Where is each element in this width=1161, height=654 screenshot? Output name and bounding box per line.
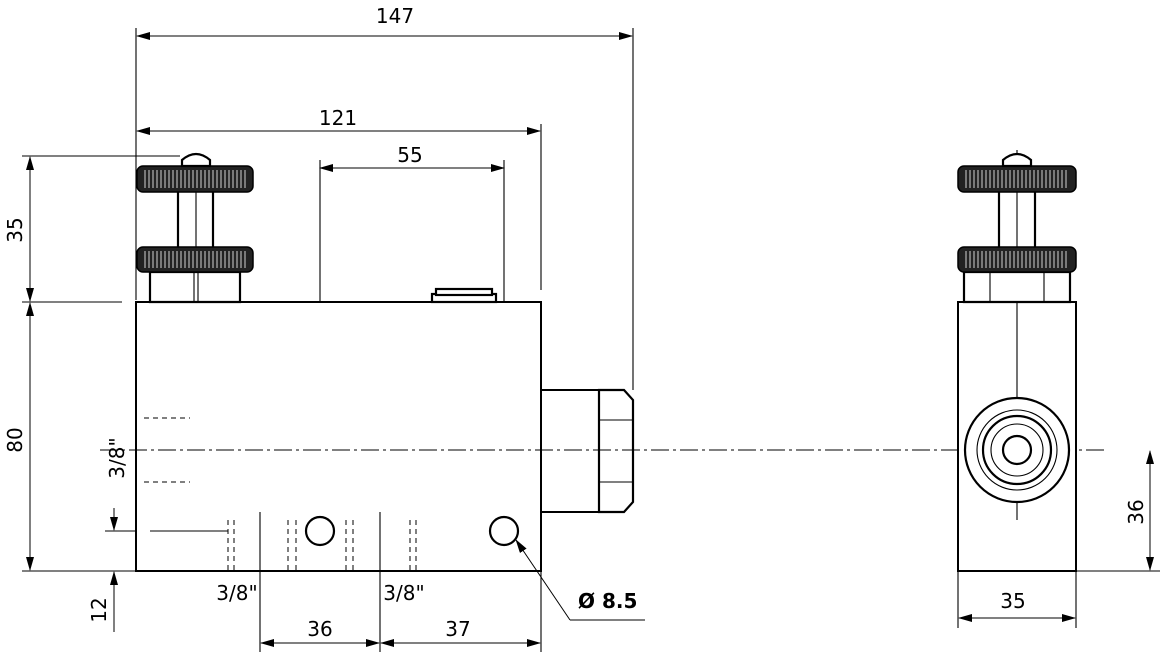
- dimension-36-bottom-label: 36: [307, 617, 332, 641]
- mounting-hole-right: [488, 515, 520, 547]
- dimension-55-label: 55: [397, 143, 422, 167]
- side-hex-base: [962, 270, 1072, 304]
- front-view: 147 121 55 35 80 3/8" 12: [3, 4, 1105, 652]
- side-view: 36 35: [957, 150, 1160, 628]
- knob-top-cap: [180, 152, 212, 168]
- dimension-37-label: 37: [445, 617, 470, 641]
- side-fitting-nut: [597, 388, 635, 514]
- side-lock-nut-knurled: [957, 246, 1077, 273]
- mounting-hole-left: [304, 515, 336, 547]
- side-port-ring-3: [990, 423, 1044, 477]
- side-knob-top-cap: [1001, 152, 1033, 168]
- knurl-lines-side: [965, 170, 1067, 268]
- dimension-147-label: 147: [376, 4, 414, 28]
- handwheel-knurled: [136, 165, 254, 193]
- port-label-bottom-left: 3/8": [216, 581, 257, 605]
- mounting-hole-label: Ø 8.5: [578, 589, 637, 613]
- port-label-bottom-right: 3/8": [383, 581, 424, 605]
- dimension-80-label: 80: [3, 427, 27, 452]
- port-label-side: 3/8": [105, 437, 129, 478]
- side-port-ring-1: [976, 409, 1058, 491]
- dimension-121-label: 121: [319, 106, 357, 130]
- knob-assembly-front: [136, 152, 254, 304]
- hex-base: [148, 270, 242, 304]
- lock-nut-knurled: [136, 246, 254, 273]
- dimension-35-label: 35: [3, 217, 27, 242]
- dimension-36-side-label: 36: [1124, 499, 1148, 524]
- top-plug-cap: [434, 287, 494, 297]
- dimension-35-side-label: 35: [1000, 589, 1025, 613]
- knurl-lines-front: [144, 170, 246, 268]
- side-port-bore: [1001, 434, 1033, 466]
- dimension-12-label: 12: [87, 597, 111, 622]
- hole-leader-line: [515, 539, 571, 621]
- side-fitting-body: [540, 389, 600, 513]
- valve-body: [135, 301, 542, 572]
